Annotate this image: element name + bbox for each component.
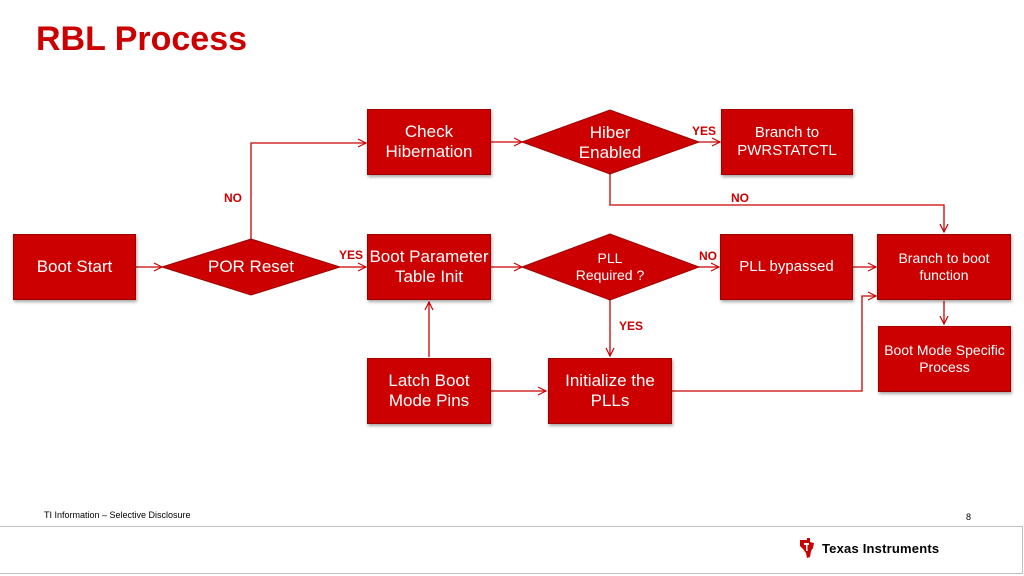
ti-logo: Texas Instruments	[798, 537, 939, 559]
ti-logo-icon	[800, 538, 814, 558]
node-hiber-enabled-label: Hiber Enabled	[578, 122, 642, 162]
footer-bar	[0, 526, 1023, 574]
edge-hiber-no	[609, 174, 944, 232]
page-number: 8	[966, 512, 972, 522]
node-branch-pwrstatctl: Branch to PWRSTATCTL	[721, 109, 853, 175]
edge-init-to-branch	[672, 296, 876, 392]
node-boot-mode-process: Boot Mode Specific Process	[878, 326, 1011, 392]
edge-label-yes-pll: YES	[619, 319, 644, 333]
node-check-hibernation: Check Hibernation	[367, 109, 491, 175]
node-pll-bypassed: PLL bypassed	[720, 234, 853, 300]
slide-title: RBL Process	[36, 20, 248, 58]
node-boot-start: Boot Start	[13, 234, 136, 300]
edge-label-no-pll: NO	[699, 249, 717, 263]
footer-disclosure: TI Information – Selective Disclosure	[44, 510, 191, 520]
node-latch-boot-pins: Latch Boot Mode Pins	[367, 358, 491, 424]
edge-label-no-por: NO	[224, 191, 242, 205]
node-pll-required-label: PLL Required ?	[575, 250, 645, 283]
diamond-pll-required	[520, 233, 701, 301]
ti-logo-text: Texas Instruments	[822, 540, 940, 556]
diamond-hiber-enabled	[520, 109, 701, 175]
edge-por-no-to-check	[250, 143, 366, 239]
node-por-reset-label: POR Reset	[208, 256, 294, 276]
edge-label-yes-hiber: YES	[692, 124, 717, 138]
node-boot-param-init: Boot Parameter Table Init	[367, 234, 491, 300]
node-init-plls: Initialize the PLLs	[548, 358, 672, 424]
diamond-por-reset	[160, 238, 342, 296]
node-branch-boot-function: Branch to boot function	[877, 234, 1011, 300]
edge-label-no-hiber: NO	[731, 191, 749, 205]
edge-label-yes-por: YES	[339, 248, 364, 262]
